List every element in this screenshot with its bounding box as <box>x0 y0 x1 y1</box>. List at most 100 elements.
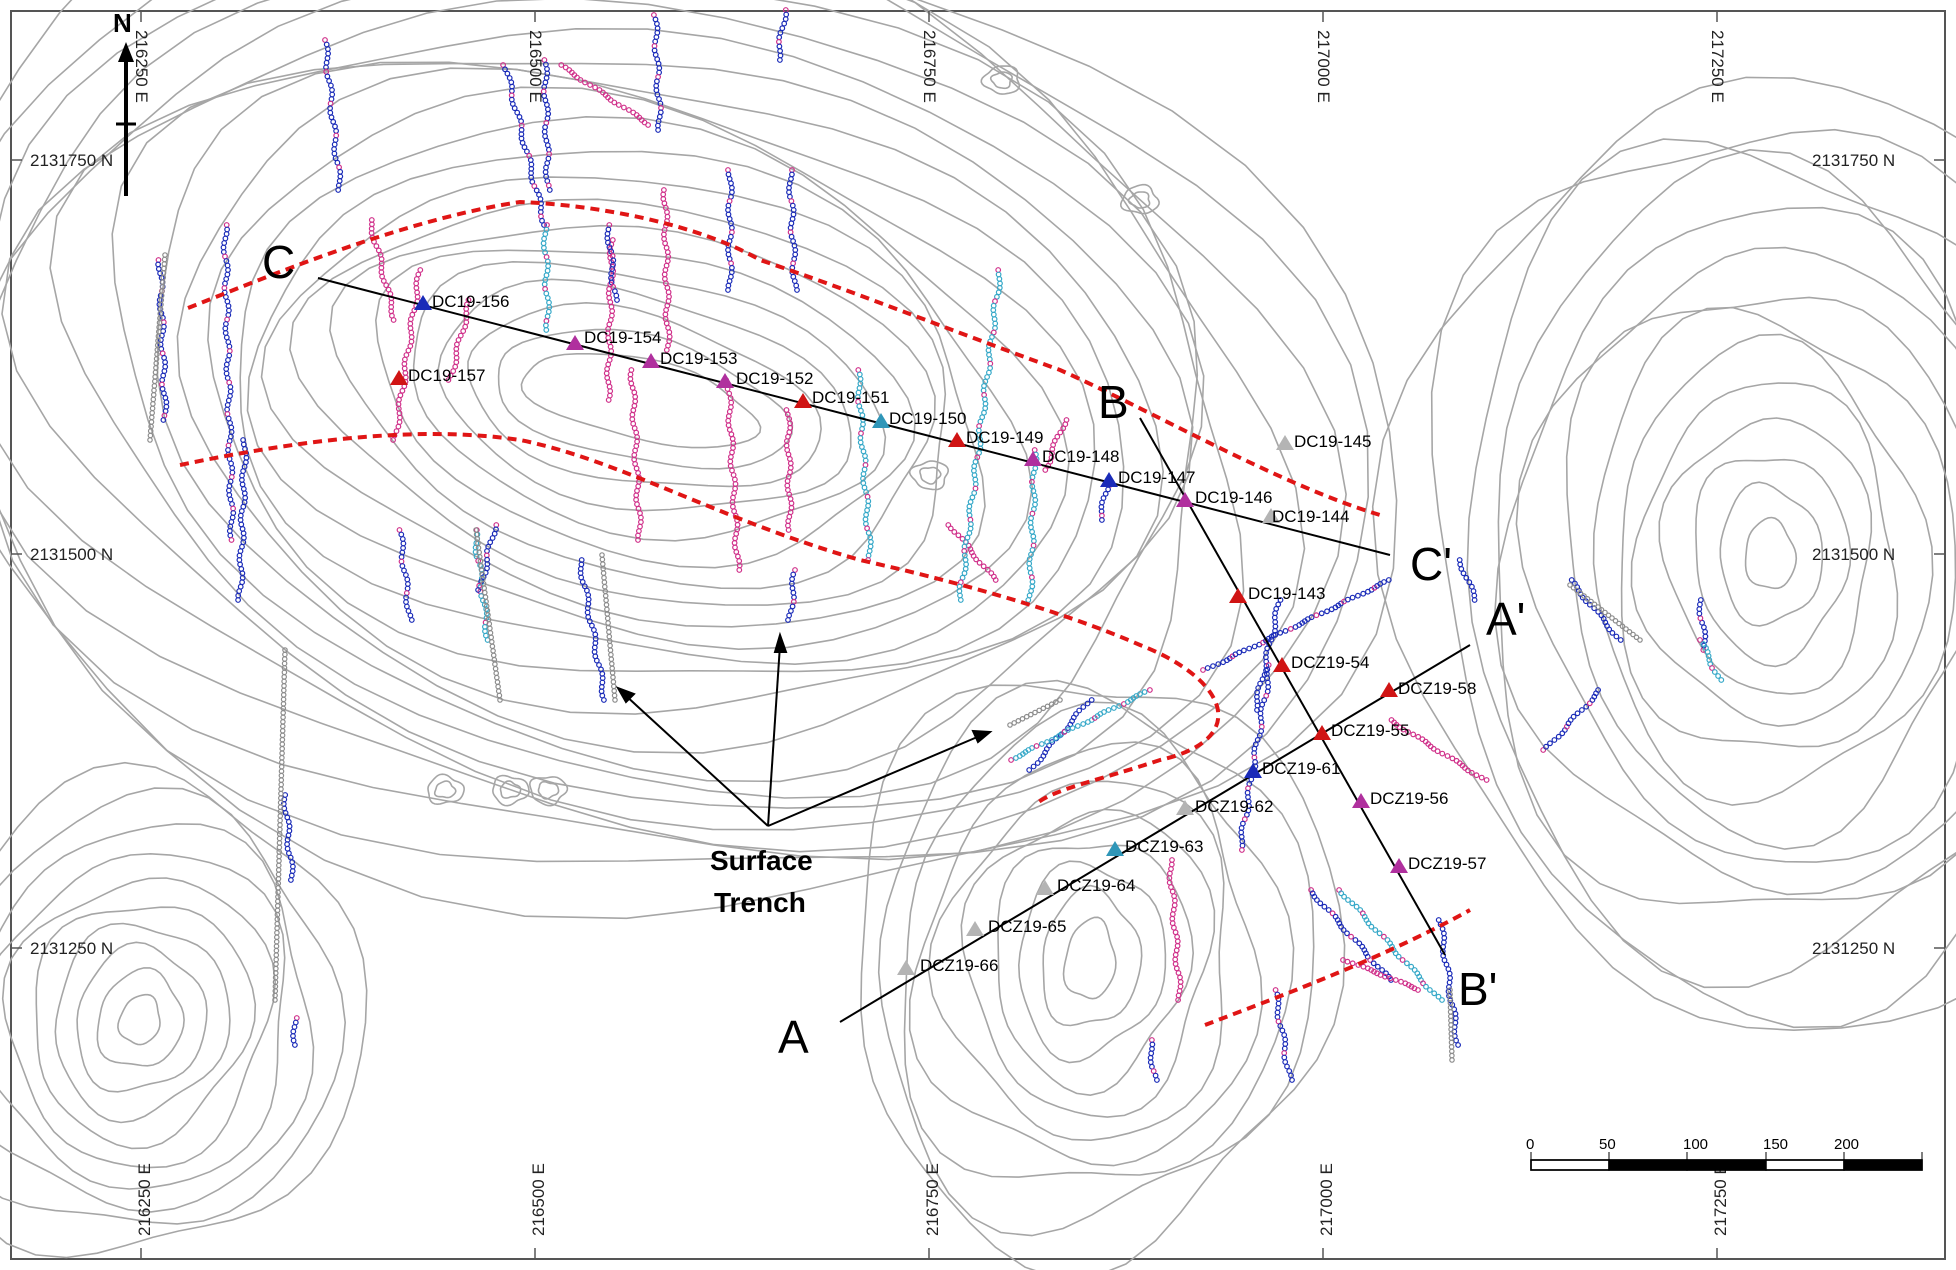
trench-sample <box>1626 628 1633 635</box>
easting-label: 217250 E <box>1708 30 1727 103</box>
contour-line <box>0 823 315 1213</box>
drill-hole[interactable]: DCZ19-57 <box>1390 854 1486 873</box>
drill-hole[interactable]: DC19-156 <box>414 292 510 311</box>
trench-sample <box>1455 1042 1461 1048</box>
drill-hole[interactable]: DCZ19-66 <box>897 956 998 975</box>
contour-line <box>499 780 522 799</box>
drill-hole-label: DCZ19-61 <box>1262 759 1340 778</box>
trench-sample <box>1543 743 1549 750</box>
trench-sample <box>1466 579 1473 586</box>
collar-marker <box>1313 725 1331 740</box>
trench-sample <box>272 997 278 1003</box>
drill-hole[interactable]: DC19-151 <box>794 388 890 408</box>
section-line-b <box>1139 417 1446 956</box>
trench-sample <box>1044 703 1051 710</box>
trench-sample <box>1415 987 1421 993</box>
contour-line <box>433 780 457 799</box>
trench-sample <box>1026 767 1033 773</box>
drill-hole[interactable]: DC19-145 <box>1276 432 1372 451</box>
trench-sample <box>1277 1023 1284 1029</box>
drill-hole[interactable]: DC19-149 <box>948 428 1044 447</box>
trench-sample <box>779 25 786 32</box>
trench-sample <box>1236 649 1243 656</box>
trench-sample <box>1473 772 1480 779</box>
trench-sample <box>1395 953 1402 960</box>
collar-marker <box>872 413 890 428</box>
drill-hole[interactable]: DC19-146 <box>1176 488 1273 507</box>
drill-hole[interactable]: DC19-154 <box>566 328 662 350</box>
trench-sample <box>582 79 588 86</box>
trench-sample <box>951 529 958 535</box>
trench-sample <box>1101 709 1107 715</box>
trench-sample <box>405 608 412 614</box>
trench-sample <box>725 287 731 293</box>
drill-hole[interactable]: DCZ19-58 <box>1380 679 1476 698</box>
trench-sample <box>973 556 979 563</box>
drill-hole[interactable]: DCZ19-64 <box>1036 876 1135 895</box>
drill-hole[interactable]: DCZ19-56 <box>1352 789 1448 808</box>
drill-hole[interactable]: DC19-153 <box>642 349 738 368</box>
northing-label: 2131750 N <box>30 151 113 170</box>
drill-hole-label: DC19-156 <box>432 292 510 311</box>
trench-sample <box>1379 967 1385 973</box>
drill-hole-label: DC19-153 <box>660 349 738 368</box>
trench-sample <box>959 535 966 542</box>
trench-sample <box>1371 968 1377 975</box>
trench-sample <box>457 332 464 339</box>
contour-line <box>1119 183 1160 215</box>
trench-sample <box>1080 704 1087 710</box>
trench-sample <box>615 102 622 108</box>
drill-hole[interactable]: DCZ19-65 <box>966 917 1066 936</box>
northing-label: 2131250 N <box>1812 939 1895 958</box>
trench-sample <box>1547 740 1553 747</box>
trench-sample <box>592 84 598 91</box>
trench-sample <box>1344 930 1350 937</box>
drill-hole[interactable]: DC19-143 <box>1229 584 1326 603</box>
scale-tick-label: 150 <box>1763 1136 1788 1153</box>
trench-sample <box>1435 993 1442 1000</box>
trench-sample <box>1352 937 1359 943</box>
north-label: N <box>113 8 132 38</box>
trench-sample <box>785 617 791 623</box>
contour-line <box>919 466 942 485</box>
trench-sample <box>1329 910 1336 917</box>
trench-sample <box>1360 590 1367 597</box>
contour-line <box>239 115 1071 666</box>
trench-sample <box>1623 626 1629 632</box>
contour-line <box>289 198 947 606</box>
drill-hole[interactable]: DC19-150 <box>872 409 967 428</box>
trench-sample <box>1609 630 1616 636</box>
drill-hole[interactable]: DCZ19-62 <box>1176 797 1273 816</box>
trench-sample <box>1317 900 1324 907</box>
trench-sample <box>1007 722 1013 728</box>
drill-hole[interactable]: DCZ19-63 <box>1106 837 1203 856</box>
drill-hole[interactable]: DC19-152 <box>716 369 814 388</box>
drill-hole[interactable]: DC19-144 <box>1262 507 1350 526</box>
trench-sample <box>1588 598 1594 605</box>
drill-hole[interactable]: DC19-157 <box>390 366 486 385</box>
contour-line <box>860 684 1346 1270</box>
drill-hole[interactable]: DC19-148 <box>1024 447 1120 466</box>
contour-line <box>117 993 161 1046</box>
trench-sample <box>1084 700 1091 707</box>
drill-hole[interactable]: DC19-147 <box>1100 468 1196 487</box>
trench-sample <box>1325 907 1332 913</box>
trench-sample <box>1263 692 1270 699</box>
trench-sample <box>1380 933 1387 940</box>
drill-hole[interactable]: DCZ19-54 <box>1273 653 1369 672</box>
trench-sample <box>546 187 553 193</box>
drill-hole-label: DC19-157 <box>408 366 486 385</box>
north-arrow-icon <box>118 42 134 62</box>
zone-boundary-north <box>187 199 1381 517</box>
trench-sample <box>1567 582 1573 588</box>
drill-hole[interactable]: DCZ19-61 <box>1244 759 1340 778</box>
drill-hole[interactable]: DCZ19-55 <box>1313 721 1409 740</box>
trench-sample <box>1584 595 1591 602</box>
trench-sample <box>1069 725 1076 731</box>
contour-line <box>0 0 1398 920</box>
trench-sample <box>502 66 508 73</box>
trench-sample <box>1700 641 1707 647</box>
trench-sample <box>1637 637 1643 643</box>
collar-marker <box>1100 472 1118 487</box>
trench-sample <box>1042 467 1049 473</box>
